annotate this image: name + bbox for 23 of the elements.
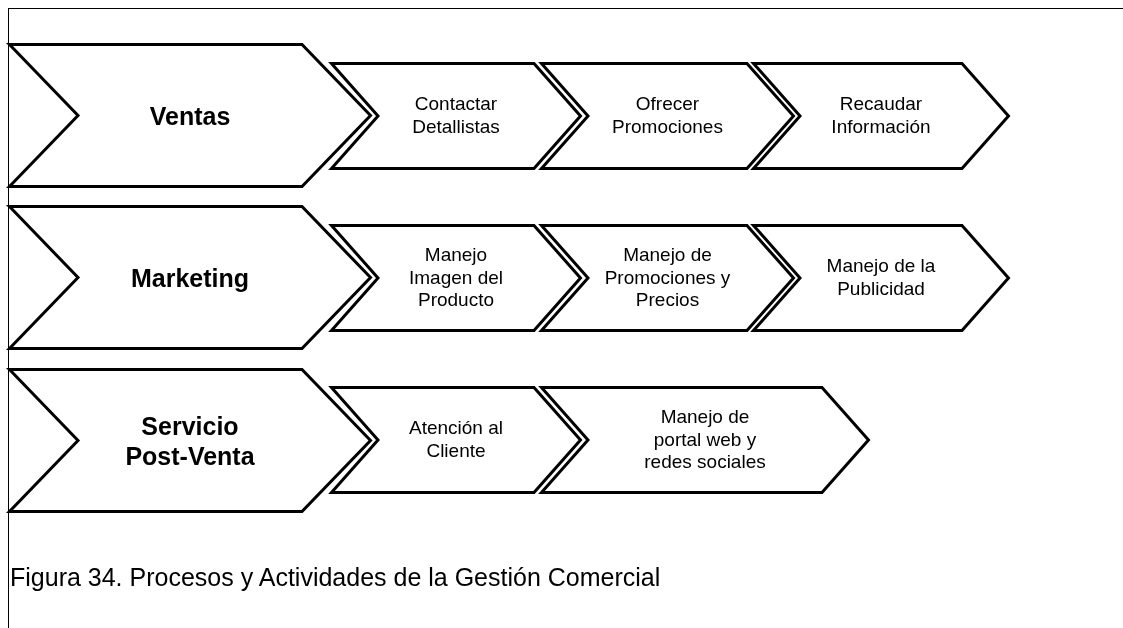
activity-label: Recaudar Información: [830, 93, 932, 139]
activity-label: Manejo de portal web y redes sociales: [643, 405, 767, 475]
activity-label: Manejo de Promociones y Precios: [603, 243, 732, 313]
process-step: [752, 62, 1010, 170]
activity-label: Atención al Cliente: [408, 417, 504, 463]
activity-label: Ofrecer Promociones: [611, 93, 724, 139]
process-step: [330, 224, 582, 332]
process-title: Ventas: [148, 100, 232, 131]
process-step: [540, 224, 795, 332]
process-step: [330, 386, 582, 494]
activity-label: Manejo Imagen del Producto: [408, 243, 504, 313]
process-step: [540, 62, 795, 170]
process-title: Marketing: [129, 262, 251, 293]
process-step: [752, 224, 1010, 332]
process-step: [8, 43, 372, 188]
figure-caption: Figura 34. Procesos y Actividades de la Gestión Comercial: [10, 563, 661, 592]
process-step: [8, 368, 372, 513]
process-step: [330, 62, 582, 170]
process-title: Servicio Post-Venta: [124, 410, 256, 471]
process-step: [8, 205, 372, 350]
activity-label: Contactar Detallistas: [411, 93, 501, 139]
process-step: [540, 386, 870, 494]
activity-label: Manejo de la Publicidad: [825, 255, 937, 301]
